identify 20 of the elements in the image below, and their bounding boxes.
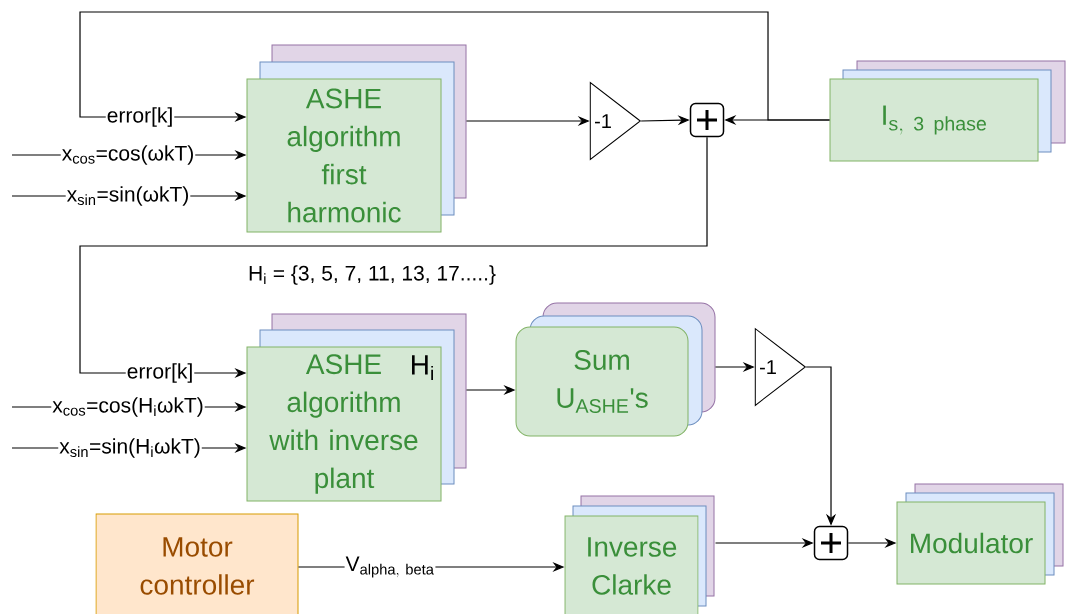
stacked-block: Inverse Clarke (564, 495, 715, 614)
controller-box: Motor controller (95, 513, 299, 614)
stacked-block: ASHE algorithm with inverse plant H$_{i}$ (246, 313, 467, 502)
edge-label: $\mathrm{V}_{\mathrm{alpha,\ beta}}$ (344, 555, 436, 579)
summing-junction (689, 102, 725, 138)
edge-label: x$_{cos}$=cos(ωkT) (60, 144, 196, 166)
summing-junction (813, 525, 849, 561)
gain-triangle: -1 (754, 328, 806, 406)
edge-label: error[k] (105, 106, 175, 128)
stacked-block: Sum U$_{ASHE}$'s (515, 302, 716, 437)
index-label: H$_{i}$ (412, 355, 433, 381)
edge-label: x$_{cos}$=cos(H$_{i}$ωkT) (51, 396, 205, 418)
edge-label: x$_{sin}$=sin(H$_{i}$ωkT) (58, 437, 202, 459)
edge-label: x$_{sin}$=sin(ωkT) (65, 185, 191, 207)
harmonics-label: H$_{i}$ = {3, 5, 7, 11, 13, 17.....} (249, 265, 496, 285)
stacked-block: Modulator (896, 483, 1064, 585)
stacked-block: ASHE algorithm first harmonic (246, 44, 467, 233)
stacked-block: $\mathrm{I}_{\mathrm{s,\ 3\ phase}}$ (829, 60, 1066, 162)
edge-label: error[k] (125, 362, 195, 384)
gain-triangle: -1 (589, 82, 641, 160)
